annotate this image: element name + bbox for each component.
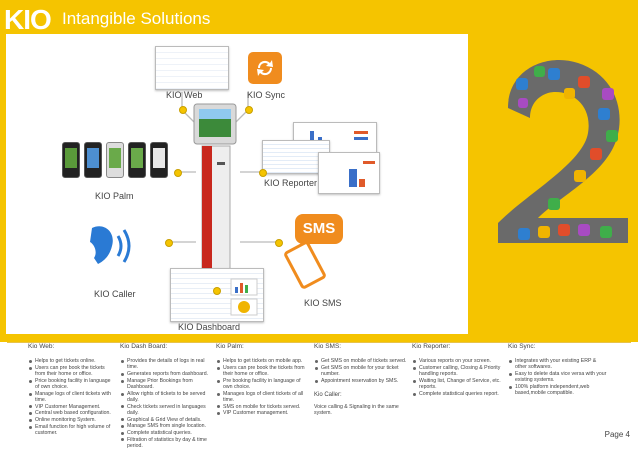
tagline: Intangible Solutions (62, 9, 211, 28)
connector-dot (174, 169, 182, 177)
phone (106, 142, 124, 178)
connector-dot (275, 239, 283, 247)
column-title: Kio Palm: (216, 343, 244, 350)
kio-dashboard-screenshot (170, 268, 264, 322)
feature-list: Various reports on your screen. Customer… (412, 358, 504, 397)
kio-web-screenshot (155, 46, 229, 90)
list-item: Integrates with your existing ERP & othe… (509, 358, 608, 370)
phone (128, 142, 146, 178)
list-item: Provides the details of logs in real tim… (121, 358, 212, 370)
kiosk-graphic (193, 103, 237, 278)
kio-dashboard-label: KIO Dashboard (178, 322, 241, 332)
list-item: VIP Customer management. (217, 410, 310, 416)
kio-palm-label: KIO Palm (95, 191, 134, 201)
list-item: Helps to get tickets online. (29, 358, 116, 364)
list-item: Generates reports from dashboard. (121, 371, 212, 377)
right-accent-band (468, 0, 638, 340)
list-item: SMS on mobile for tickets served. (217, 404, 310, 410)
kio-web-label: KIO Web (166, 90, 203, 100)
column-kio-dashboard: Kio Dash Board: Provides the details of … (120, 343, 212, 450)
mobile-phone-icon (282, 239, 328, 291)
kio-sms-label: KIO SMS (304, 298, 342, 308)
kio-reporter-label: KIO Reporter (264, 178, 318, 188)
column-kio-reporter: Kio Reporter: Various reports on your sc… (412, 343, 504, 397)
feature-list: Integrates with your existing ERP & othe… (508, 358, 608, 396)
list-item: Graphical & Grid View of details. (121, 417, 212, 423)
connector-dot (259, 169, 267, 177)
list-item: Manage SMS from single location. (121, 423, 212, 429)
app-icons-cluster-graphic (498, 60, 628, 243)
column-title: Kio SMS: (314, 343, 342, 350)
connector-dot (165, 239, 173, 247)
column-title: Kio Reporter: (412, 343, 451, 350)
kio-reporter-report-2 (318, 152, 380, 194)
feature-list: Provides the details of logs in real tim… (120, 358, 212, 449)
column-kio-sms: Kio SMS: Get SMS on mobile of tickets se… (314, 343, 408, 417)
kio-palm-phones (62, 142, 168, 178)
list-item: Customer calling, Closing & Priority han… (413, 365, 504, 377)
feature-list: Helps to get tickets online. Users can p… (28, 358, 116, 436)
list-item: Manage Prior Bookings from Dashboard. (121, 378, 212, 390)
left-accent-band (0, 34, 6, 334)
bottom-accent-band (0, 334, 638, 342)
logo: KIO (4, 4, 52, 35)
list-item: Check tickets served in languages daily. (121, 404, 212, 416)
column-kio-web: Kio Web: Helps to get tickets online. Us… (28, 343, 116, 437)
kio-sms-icon: SMS (282, 214, 345, 291)
list-item: Complete statistical queries report. (413, 391, 504, 397)
connector-dot (245, 106, 253, 114)
feature-list: Helps to get tickets on mobile app. User… (216, 358, 310, 416)
list-item: Get SMS on mobile for your ticket number… (315, 365, 408, 377)
column-title: Kio Dash Board: (120, 343, 168, 350)
list-item: Email function for high volume of custom… (29, 424, 116, 436)
kio-sync-icon (248, 52, 282, 84)
list-item: Various reports on your screen. (413, 358, 504, 364)
list-item: Easy to delete data vice versa with your… (509, 371, 607, 384)
list-item: Users can pre book the tickets from thei… (217, 365, 310, 377)
list-item: VIP Customer Management. (29, 404, 116, 410)
list-item: 100% platform independent,web based,mobi… (509, 384, 608, 396)
feature-list: Get SMS on mobile of tickets served. Get… (314, 358, 408, 384)
list-item: Manage logs of client tickets with time. (29, 391, 116, 403)
column-kio-palm: Kio Palm: Helps to get tickets on mobile… (216, 343, 310, 417)
kio-caller-icon (90, 226, 131, 264)
kio-caller-label: KIO Caller (94, 289, 136, 299)
list-item: Helps to get tickets on mobile app. (217, 358, 310, 364)
phone (84, 142, 102, 178)
column-title: Kio Web: (28, 343, 55, 350)
list-item: Get SMS on mobile of tickets served. (315, 358, 407, 365)
list-item: Complete statistical queries. (121, 430, 212, 436)
list-item: Central web based configuration. (29, 410, 116, 416)
connector-dot (179, 106, 187, 114)
sms-badge-text: SMS (302, 220, 336, 237)
column-kio-sync: Kio Sync: Integrates with your existing … (508, 343, 608, 397)
phone (150, 142, 168, 178)
column-title: Kio Sync: (508, 343, 536, 350)
kio-caller-text: Voice calling & Signaling in the same sy… (314, 404, 399, 417)
list-item: Allow rights of tickets to be served dai… (121, 391, 212, 403)
page-number: Page 4 (604, 430, 630, 439)
list-item: Users can pre book the tickets from thei… (29, 365, 116, 377)
kio-sync-label: KIO Sync (247, 90, 286, 100)
list-item: Pre booking facility in language of own … (217, 378, 310, 390)
list-item: Appointment reservation by SMS. (315, 378, 408, 384)
list-item: Online monitoring System. (29, 417, 116, 423)
phone (62, 142, 80, 178)
sms-bubble: SMS (295, 214, 343, 244)
divider-line (7, 342, 631, 343)
kio-caller-title: Kio Caller: (314, 392, 342, 399)
list-item: Filtration of statistics by day & time p… (121, 437, 212, 449)
list-item: Waiting list, Change of Service, etc. re… (413, 378, 504, 390)
list-item: Manages logs of client tickets of all ti… (217, 391, 310, 403)
connector-dot (213, 287, 221, 295)
list-item: Price booking facility in language of ow… (29, 378, 116, 390)
